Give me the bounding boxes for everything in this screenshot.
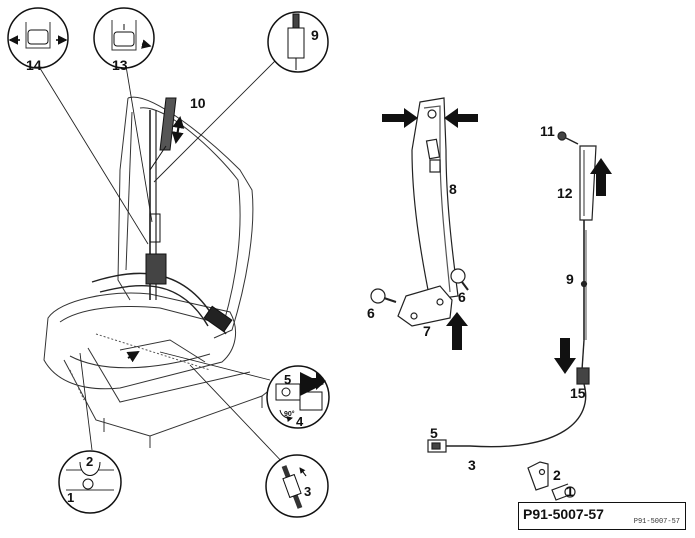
- belt-buckle-cable: [427, 131, 597, 501]
- pillar-arrows: [382, 108, 478, 350]
- detail-circle-9-top: [267, 11, 329, 73]
- down-arrow-15: [554, 338, 576, 374]
- callout-4: 4: [296, 414, 304, 429]
- callout-13: 13: [112, 57, 128, 73]
- callout-labels: 14 13 9 10 5 4 90° 2 1 3 8 6 6 7 11 12 9…: [26, 27, 586, 505]
- detail-circle-14: [7, 7, 69, 69]
- callout-12: 12: [557, 185, 573, 201]
- pillar-trim: [370, 97, 469, 327]
- callout-9-right: 9: [566, 271, 574, 287]
- callout-5-left: 5: [284, 372, 291, 387]
- callout-7: 7: [423, 323, 431, 339]
- detail-circle-13: [93, 7, 155, 69]
- callout-3-left: 3: [304, 484, 311, 499]
- reference-code: P91-5007-57: [523, 506, 604, 522]
- callout-1-bottom: 1: [566, 483, 574, 499]
- cable-arrows: [554, 158, 612, 374]
- callout-1-left: 1: [67, 490, 74, 505]
- callout-8: 8: [449, 181, 457, 197]
- callout-11: 11: [540, 123, 555, 139]
- detail-circle-1-2: [58, 450, 122, 514]
- push-arrow-5: [302, 372, 326, 390]
- callout-2-left: 2: [86, 454, 93, 469]
- seat-assembly: [43, 96, 281, 448]
- leader-lines: [37, 51, 287, 467]
- callout-15: 15: [570, 385, 586, 401]
- detail-circle-3: [265, 454, 329, 518]
- angle-90: 90°: [284, 410, 295, 418]
- callout-14: 14: [26, 57, 42, 73]
- up-arrow-12: [590, 158, 612, 196]
- reference-code-box: P91-5007-57 P91-5007-57: [518, 502, 686, 530]
- left-press-arrow: [382, 108, 418, 128]
- callout-6-left: 6: [367, 305, 375, 321]
- callout-10: 10: [190, 95, 206, 111]
- callout-3-bottom: 3: [468, 457, 476, 473]
- callout-2-bottom: 2: [553, 467, 561, 483]
- callout-5-bottom: 5: [430, 425, 438, 441]
- callout-6-right: 6: [458, 289, 466, 305]
- up-arrow-7: [446, 312, 468, 350]
- reference-code-small: P91-5007-57: [633, 518, 680, 526]
- right-press-arrow: [444, 108, 478, 128]
- callout-9-top: 9: [311, 27, 319, 43]
